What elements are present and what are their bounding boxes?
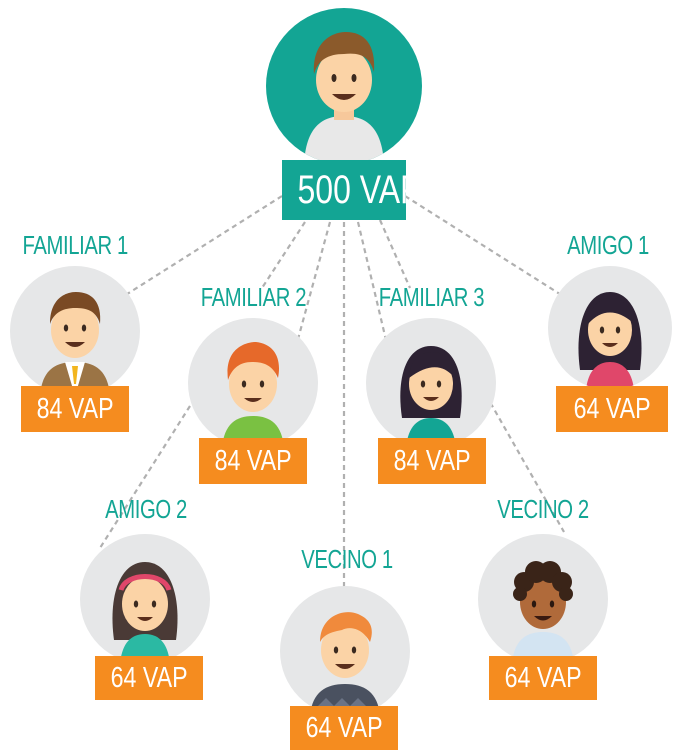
connector-familiar-2b (293, 221, 332, 351)
node-familiar-2: FAMILIAR 2 84 VAP (186, 282, 320, 488)
node-name-amigo-1: AMIGO 1 (567, 230, 649, 260)
connector-familiar-3 (356, 221, 388, 341)
node-name-familiar-3: FAMILIAR 3 (378, 282, 485, 312)
connector-amigo-1 (404, 195, 564, 297)
value-familiar-1: 84 VAP (36, 393, 114, 425)
connector-amigo-2 (99, 405, 191, 549)
node-name-familiar-1: FAMILIAR 1 (22, 230, 129, 260)
node-name-amigo-2: AMIGO 2 (105, 494, 187, 524)
node-familiar-1: FAMILIAR 1 84 VAP (8, 230, 140, 436)
connector-familiar-2 (261, 221, 306, 289)
value-badge-vecino-1: 64 VAP (290, 706, 398, 750)
value-badge-amigo-2: 64 VAP (95, 656, 203, 700)
value-amigo-2: 64 VAP (110, 662, 188, 694)
avatar-familiar-3 (366, 318, 496, 448)
value-badge-amigo-1: 64 VAP (556, 386, 668, 432)
woman-teal-top-icon (400, 346, 462, 448)
avatar-amigo-2 (80, 534, 210, 664)
connector-familiar-1 (123, 195, 283, 297)
node-amigo-2: AMIGO 2 64 VAP (80, 494, 212, 700)
value-vecino-2: 64 VAP (504, 662, 582, 694)
man-argyle-sweater-icon (310, 612, 380, 716)
node-vecino-2: VECINO 2 64 VAP (476, 494, 610, 700)
node-vecino-1: VECINO 1 64 VAP (280, 544, 414, 750)
man-vest-tie-icon (40, 292, 110, 396)
root-avatar (266, 8, 422, 164)
avatar-familiar-2 (188, 318, 318, 448)
avatar-vecino-2 (478, 534, 608, 664)
node-name-vecino-1: VECINO 1 (301, 544, 393, 574)
value-vecino-1: 64 VAP (305, 712, 383, 744)
node-name-familiar-2: FAMILIAR 2 (200, 282, 307, 312)
value-familiar-3: 84 VAP (393, 445, 471, 477)
man-curly-hair-icon (512, 561, 574, 664)
root-value-badge: 500 VAP (282, 160, 421, 220)
root-value: 500 VAP (297, 168, 422, 212)
value-badge-vecino-2: 64 VAP (489, 656, 597, 700)
girl-headband-icon (112, 562, 178, 664)
value-amigo-1: 64 VAP (573, 393, 651, 425)
avatar-vecino-1 (280, 586, 410, 716)
avatar-amigo-1 (548, 266, 672, 390)
node-name-vecino-2: VECINO 2 (497, 494, 589, 524)
value-badge-familiar-1: 84 VAP (21, 386, 129, 432)
value-badge-familiar-2: 84 VAP (199, 438, 307, 484)
root-node: 500 VAP (266, 8, 422, 220)
avatar-familiar-1 (10, 266, 140, 396)
boy-green-shirt-icon (222, 342, 284, 448)
node-amigo-1: AMIGO 1 64 VAP (546, 230, 672, 436)
man-grey-shirt-icon (304, 32, 384, 164)
connector-familiar-3b (378, 219, 412, 289)
value-badge-familiar-3: 84 VAP (378, 438, 486, 484)
woman-pink-top-icon (578, 292, 642, 390)
node-familiar-3: FAMILIAR 3 84 VAP (364, 282, 498, 488)
value-familiar-2: 84 VAP (214, 445, 292, 477)
